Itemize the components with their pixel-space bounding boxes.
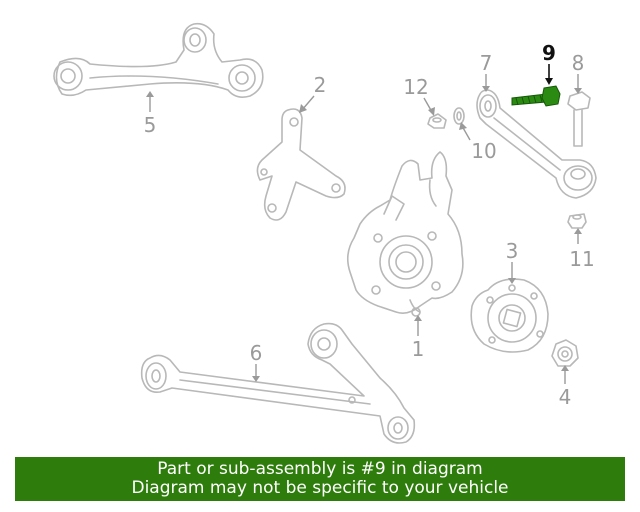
part-3-hub[interactable] [470,278,549,353]
banner-line-1: Part or sub-assembly is #9 in diagram [157,459,483,479]
part-12-nut[interactable] [427,113,447,129]
banner-line-2: Diagram may not be specific to your vehi… [131,478,509,498]
info-banner: Part or sub-assembly is #9 in diagram Di… [15,457,625,501]
callout-1: 1 [412,337,425,361]
callout-12: 12 [403,75,428,99]
part-6-lower-arm[interactable] [140,322,416,444]
callout-4: 4 [559,385,572,409]
part-10-washer[interactable] [453,107,465,125]
part-1-knuckle[interactable] [346,151,464,317]
part-4-nut[interactable] [551,339,579,367]
part-7-toe-link[interactable] [476,89,597,199]
part-11-bushing[interactable] [567,213,587,229]
callout-11: 11 [569,247,594,271]
callout-2: 2 [314,73,327,97]
part-5-upper-arm[interactable] [53,22,264,98]
part-2-bracket[interactable] [256,108,346,221]
part-9-bolt-highlighted[interactable] [511,85,561,107]
callout-10: 10 [471,139,496,163]
leader-lines [146,64,582,384]
callout-5: 5 [144,113,157,137]
callout-9: 9 [542,41,556,65]
callout-8: 8 [572,51,585,75]
callout-7: 7 [480,51,493,75]
callout-6: 6 [250,341,263,365]
part-8-bolt[interactable] [567,91,591,147]
callout-3: 3 [506,239,519,263]
